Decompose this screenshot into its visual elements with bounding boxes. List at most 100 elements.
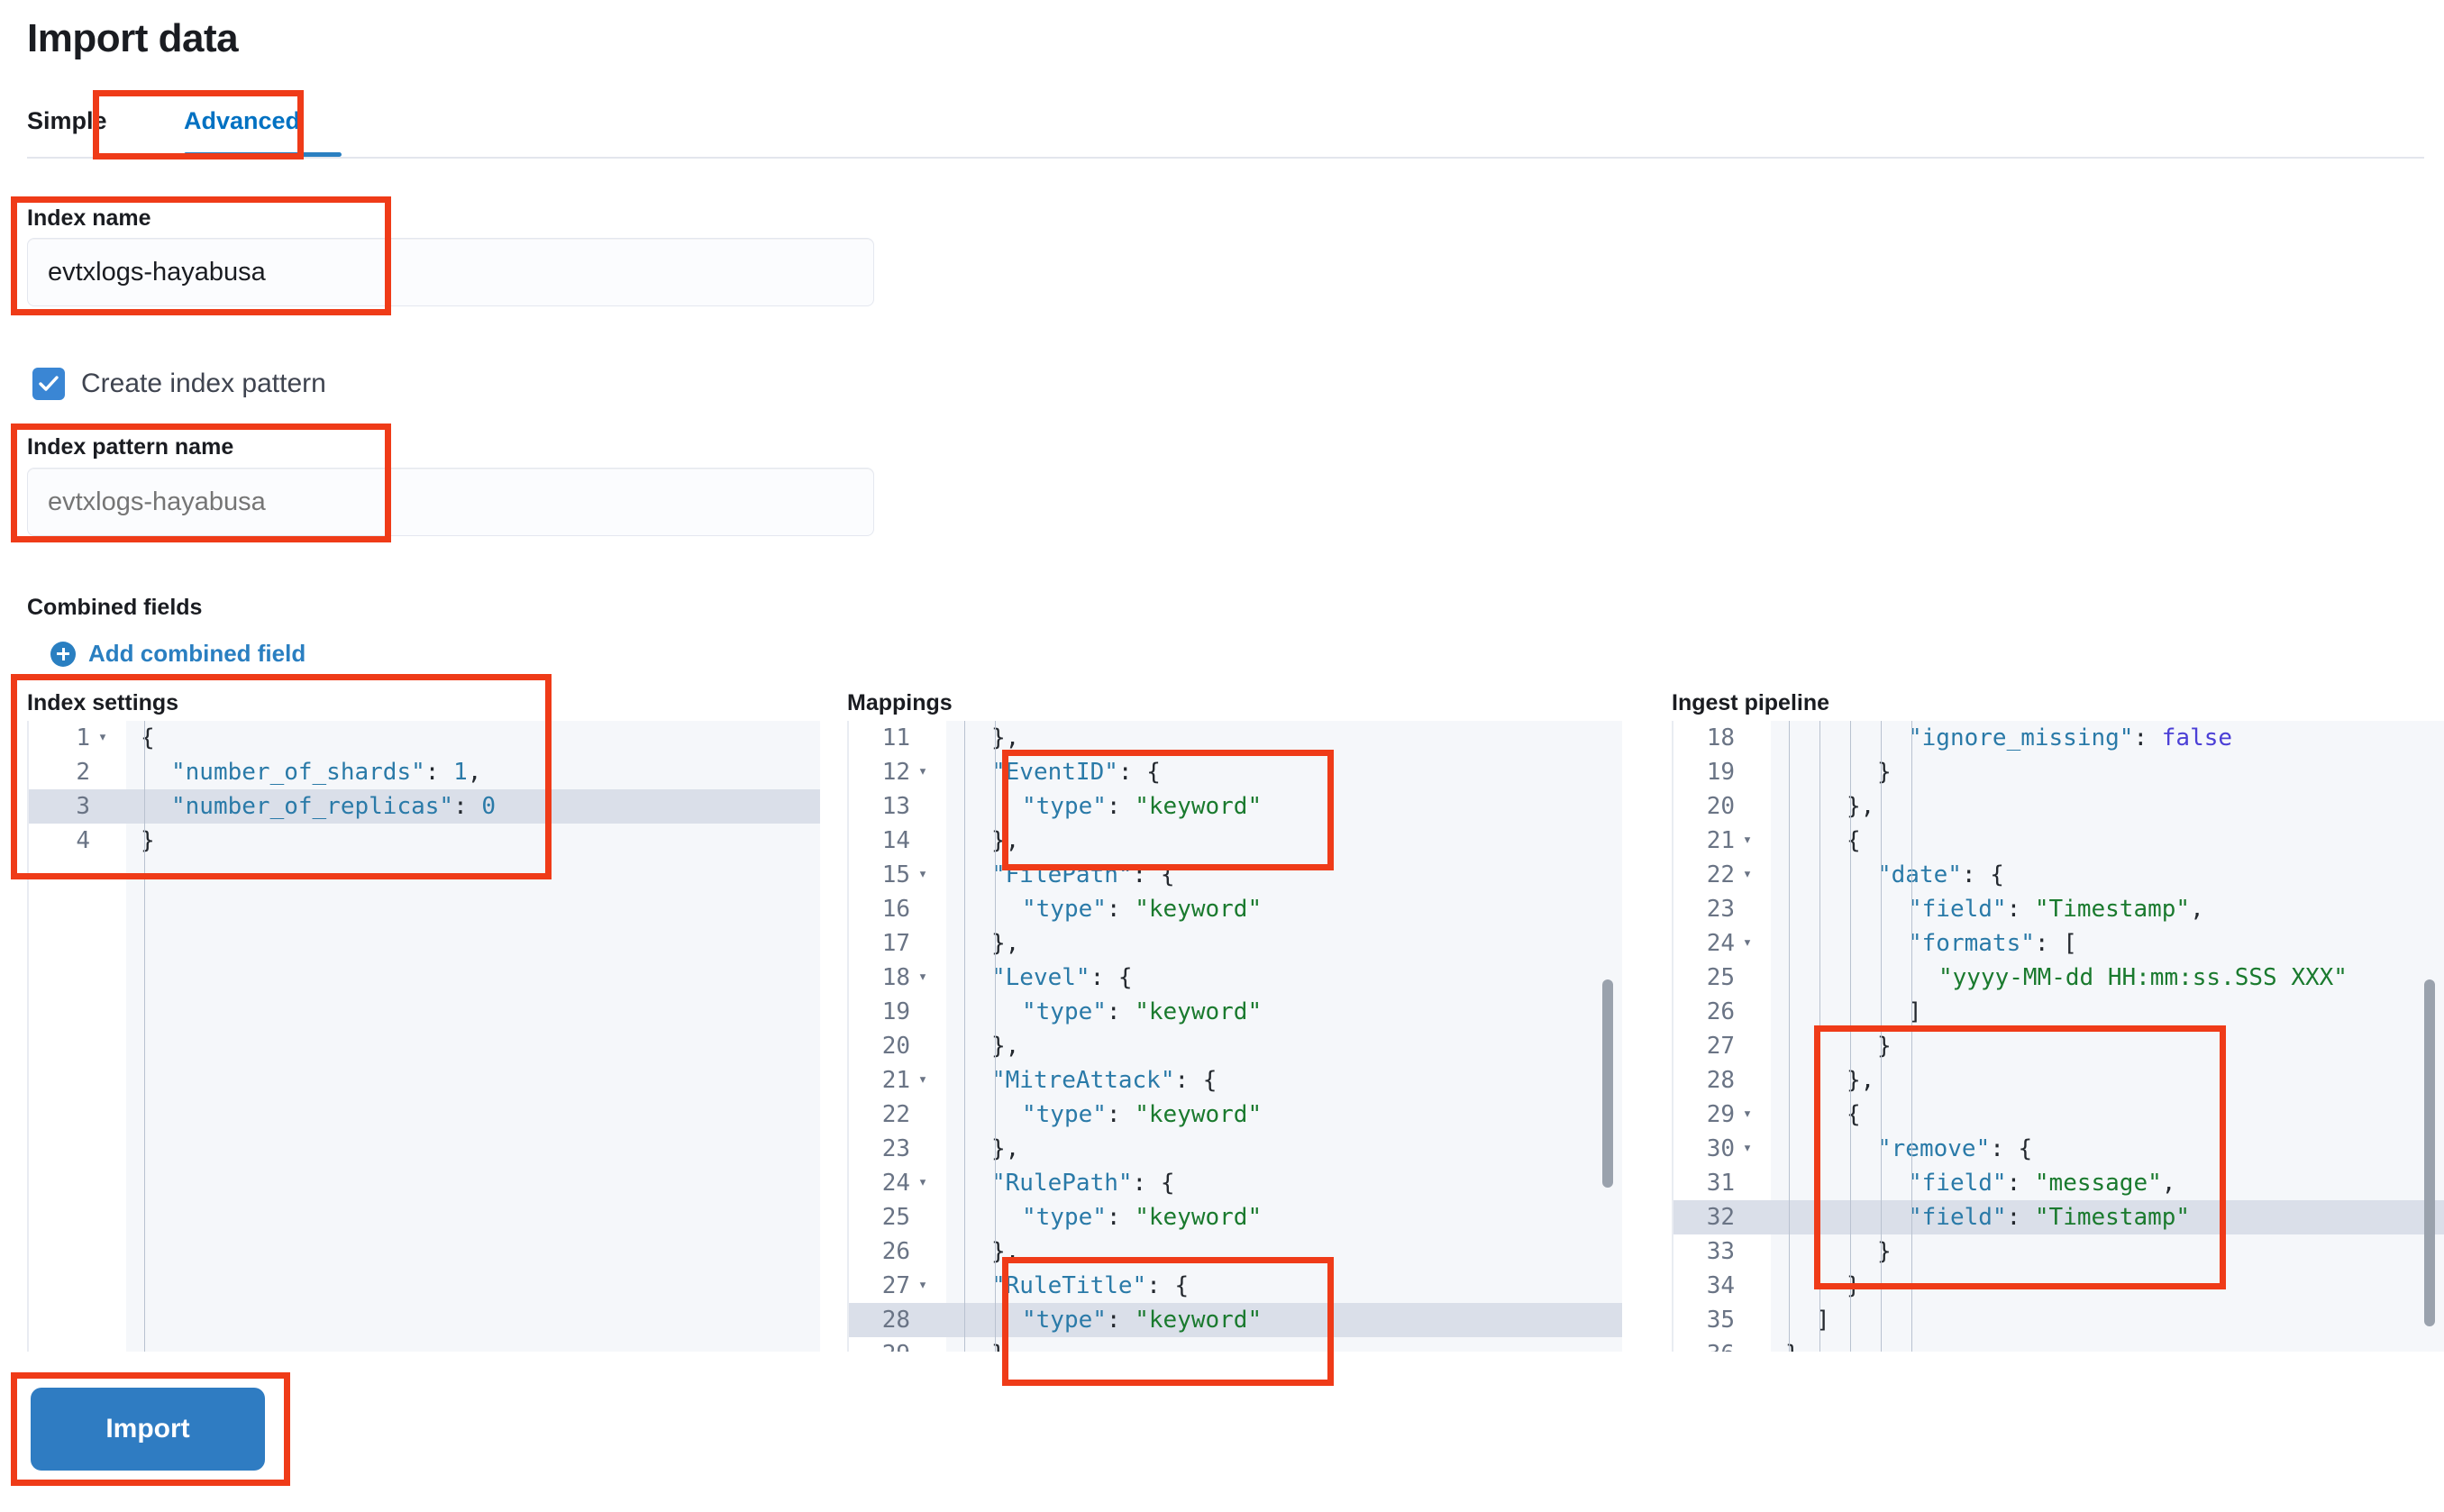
code-line: } [141, 827, 155, 854]
line-number: 16 [881, 896, 910, 923]
line-number: 33 [1706, 1238, 1735, 1265]
line-number: 18 [1706, 724, 1735, 751]
line-number: 15 [881, 861, 910, 888]
gutter-row [849, 1303, 948, 1337]
fold-arrow-icon[interactable]: ▾ [917, 1276, 928, 1294]
page-title: Import data [27, 16, 239, 60]
fold-arrow-icon[interactable]: ▾ [917, 865, 928, 883]
index-pattern-name-input[interactable] [27, 468, 874, 536]
code-row [1771, 755, 2444, 789]
line-number: 17 [881, 930, 910, 957]
code-row [946, 926, 1622, 961]
line-number: 20 [1706, 793, 1735, 820]
index-name-label: Index name [27, 205, 151, 231]
indent-guide [995, 721, 996, 1352]
code-row [126, 721, 820, 755]
tab-bar: Simple Advanced [27, 97, 2424, 159]
import-button[interactable]: Import [31, 1388, 265, 1471]
code-row [1771, 1132, 2444, 1166]
tab-bar-divider [27, 157, 2424, 159]
fold-arrow-icon[interactable]: ▾ [97, 728, 108, 746]
line-number: 28 [881, 1307, 910, 1334]
indent-guide [1850, 721, 1851, 1352]
tab-advanced[interactable]: Advanced [184, 97, 342, 157]
add-combined-field-button[interactable]: Add combined field [50, 640, 306, 668]
checkbox-checked-icon[interactable] [32, 368, 65, 400]
gutter-row [1673, 1200, 1773, 1234]
code-row [1771, 1200, 2444, 1234]
fold-arrow-icon[interactable]: ▾ [1742, 1139, 1753, 1157]
code-row [1771, 926, 2444, 961]
tab-simple[interactable]: Simple [27, 107, 107, 134]
editor-vertical-scrollbar[interactable] [1602, 979, 1613, 1188]
code-line: }, [991, 930, 1020, 957]
line-number: 34 [1706, 1272, 1735, 1299]
line-number: 29 [1706, 1101, 1735, 1128]
fold-arrow-icon[interactable]: ▾ [917, 968, 928, 986]
line-number: 30 [1706, 1135, 1735, 1162]
mappings-title: Mappings [847, 690, 953, 715]
fold-arrow-icon[interactable]: ▾ [917, 1070, 928, 1088]
code-line: } [1785, 1337, 1800, 1352]
code-row [1771, 1029, 2444, 1063]
line-number: 18 [881, 964, 910, 991]
code-row [946, 1337, 1622, 1352]
line-number: 11 [881, 724, 910, 751]
index-settings-title: Index settings [27, 690, 179, 715]
fold-arrow-icon[interactable]: ▾ [1742, 1105, 1753, 1123]
line-number: 26 [881, 1238, 910, 1265]
line-number: 20 [881, 1033, 910, 1060]
line-number: 24 [1706, 930, 1735, 957]
code-line: "type": "keyword" [1022, 998, 1263, 1025]
code-row [126, 789, 820, 824]
index-name-input[interactable] [27, 238, 874, 306]
fold-arrow-icon[interactable]: ▾ [1742, 865, 1753, 883]
line-number: 29 [847, 1337, 910, 1352]
fold-arrow-icon[interactable]: ▾ [917, 1173, 928, 1191]
line-number: 19 [881, 998, 910, 1025]
add-combined-field-label: Add combined field [88, 640, 306, 667]
line-number: 32 [1706, 1204, 1735, 1231]
code-row [1771, 824, 2444, 858]
code-line: "yyyy-MM-dd HH:mm:ss.SSS XXX" [1938, 964, 2348, 991]
code-line: "field": "Timestamp", [1908, 896, 2204, 923]
editor-code-area[interactable]: {"number_of_shards": 1,"number_of_replic… [126, 721, 820, 1352]
editor-code-area[interactable]: "ignore_missing": false}},{"date": {"fie… [1771, 721, 2444, 1352]
code-line: "ignore_missing": false [1908, 724, 2233, 751]
code-row [1771, 1098, 2444, 1132]
fold-arrow-icon[interactable]: ▾ [1742, 934, 1753, 952]
line-number: 21 [1706, 827, 1735, 854]
code-line: "type": "keyword" [1022, 1204, 1263, 1231]
code-row [946, 1029, 1622, 1063]
code-line: }, [1847, 793, 1875, 820]
line-number: 22 [881, 1101, 910, 1128]
code-line: } [1847, 1272, 1861, 1299]
line-number: 21 [881, 1067, 910, 1094]
code-line: ] [1816, 1307, 1830, 1334]
editor-vertical-scrollbar[interactable] [2424, 979, 2435, 1326]
plus-circle-icon [50, 641, 76, 667]
indent-guide [1911, 721, 1912, 1352]
line-number: 22 [1706, 861, 1735, 888]
code-line: { [141, 724, 155, 751]
fold-arrow-icon[interactable]: ▾ [917, 762, 928, 780]
line-number: 4 [76, 827, 90, 854]
line-number: 36 [1672, 1337, 1735, 1352]
line-number: 1 [76, 724, 90, 751]
fold-arrow-icon[interactable]: ▾ [1742, 831, 1753, 849]
editor-code-area[interactable]: },"EventID": {"type": "keyword"},"FilePa… [946, 721, 1622, 1352]
line-number: 23 [881, 1135, 910, 1162]
code-line: "formats": [ [1908, 930, 2077, 957]
code-line: "FilePath": { [991, 861, 1175, 888]
code-line: "type": "keyword" [1022, 1307, 1263, 1334]
code-line: "number_of_shards": 1, [171, 759, 482, 786]
create-index-pattern-checkbox-row[interactable]: Create index pattern [32, 368, 326, 400]
line-number: 25 [1706, 964, 1735, 991]
combined-fields-label: Combined fields [27, 595, 203, 620]
indent-guide [144, 721, 145, 1352]
code-row [946, 721, 1622, 755]
